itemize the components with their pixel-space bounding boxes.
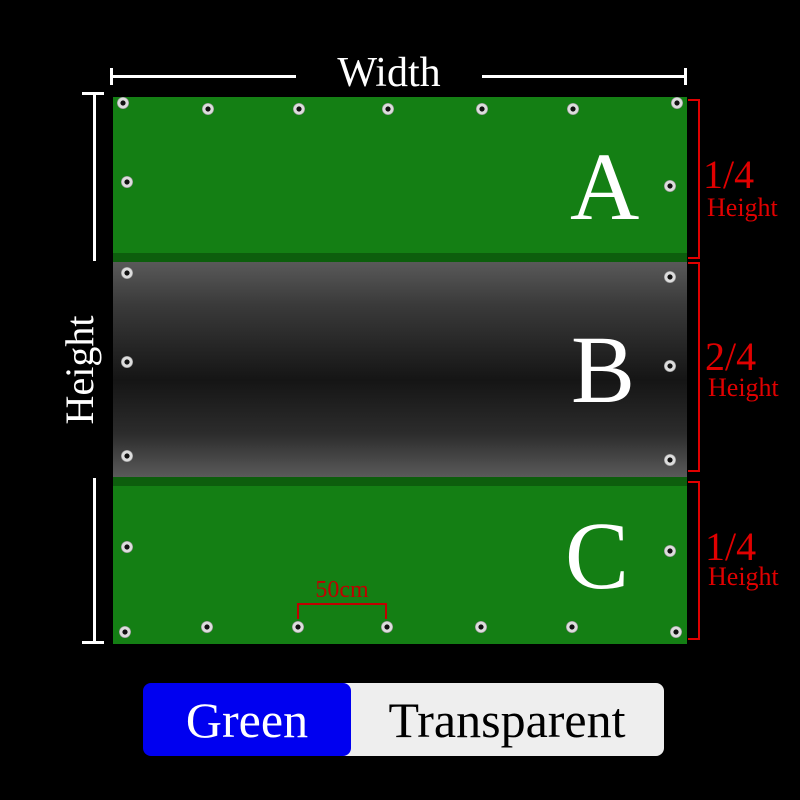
- spacing-label: 50cm: [315, 577, 369, 603]
- bracket-b: [688, 262, 700, 472]
- grommet: [670, 626, 682, 638]
- width-tick-left: [110, 68, 113, 85]
- grommet: [664, 360, 676, 372]
- option-green-button[interactable]: Green: [143, 683, 351, 756]
- grommet: [121, 450, 133, 462]
- fraction-c-label: Height: [708, 562, 779, 591]
- grommet: [671, 97, 683, 109]
- height-tick-bottom: [82, 641, 104, 644]
- grommet: [476, 103, 488, 115]
- grommet: [382, 103, 394, 115]
- option-transparent-button[interactable]: Transparent: [330, 683, 664, 756]
- grommet: [121, 267, 133, 279]
- fraction-a: 1/4: [703, 152, 755, 197]
- grommet: [566, 621, 578, 633]
- width-label: Width: [337, 50, 441, 96]
- option-transparent-label: Transparent: [388, 691, 626, 748]
- grommet: [121, 176, 133, 188]
- grommet: [119, 626, 131, 638]
- grommet: [293, 103, 305, 115]
- grommet: [292, 621, 304, 633]
- grommet: [201, 621, 213, 633]
- width-tick-right: [684, 68, 687, 85]
- section-b: B: [113, 262, 687, 477]
- section-b-letter: B: [571, 316, 636, 423]
- grommet: [664, 545, 676, 557]
- width-line-right: [482, 75, 686, 78]
- height-tick-top: [82, 92, 104, 95]
- grommet: [121, 541, 133, 553]
- bracket-a: [688, 99, 700, 259]
- fraction-b: 2/4: [705, 334, 757, 379]
- grommet: [117, 97, 129, 109]
- option-green-label: Green: [185, 691, 309, 748]
- height-line-bottom: [93, 478, 96, 643]
- fraction-b-label: Height: [708, 373, 779, 402]
- grommet: [567, 103, 579, 115]
- grommet: [475, 621, 487, 633]
- bracket-c: [688, 481, 700, 640]
- section-c: C: [113, 477, 687, 644]
- grommet: [381, 621, 393, 633]
- section-a-letter: A: [570, 133, 640, 240]
- grommet: [121, 356, 133, 368]
- grommet: [664, 271, 676, 283]
- section-a: A: [113, 97, 687, 262]
- height-line-top: [93, 93, 96, 261]
- section-c-letter: C: [565, 502, 630, 609]
- grommet: [664, 454, 676, 466]
- width-line-left: [110, 75, 296, 78]
- spacing-bracket: [297, 603, 387, 619]
- height-label: Height: [57, 315, 102, 425]
- grommet: [664, 180, 676, 192]
- fraction-c: 1/4: [705, 524, 757, 569]
- fraction-a-label: Height: [707, 193, 778, 222]
- grommet: [202, 103, 214, 115]
